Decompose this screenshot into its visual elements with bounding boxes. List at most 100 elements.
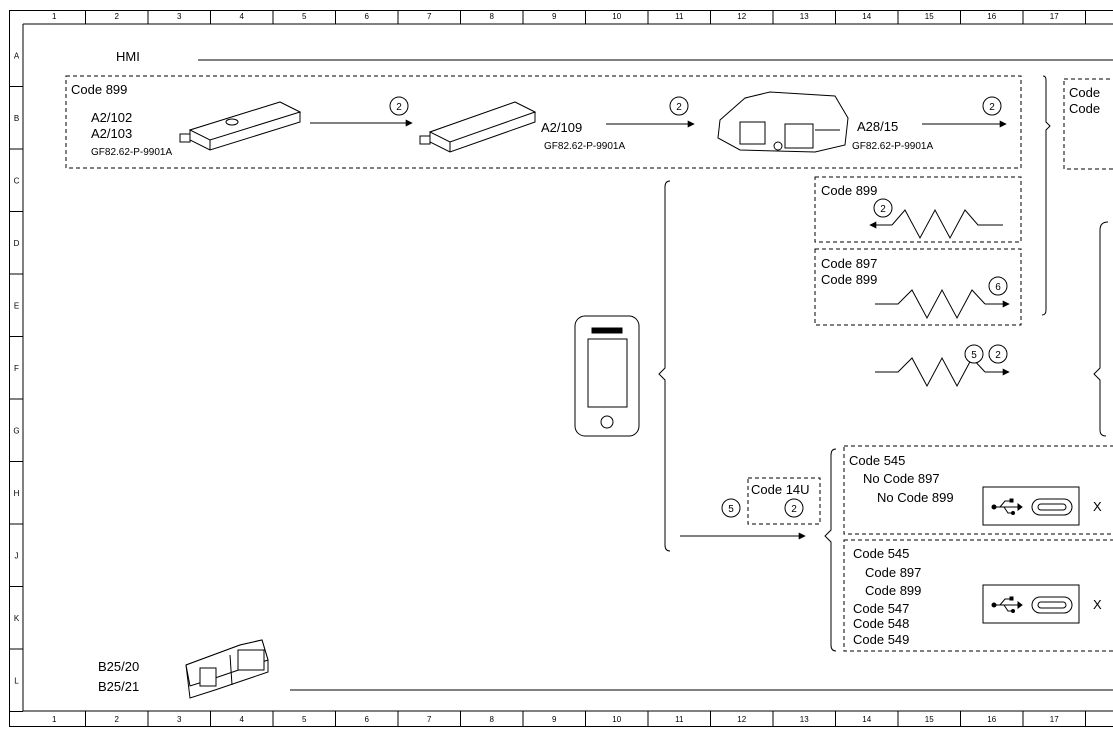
ruler-row-label: C — [14, 176, 20, 185]
usb-c-port-icon — [1031, 498, 1073, 516]
callout-badge: 2 — [982, 96, 1002, 116]
wireless-wave-icon — [891, 208, 1003, 240]
usb-port-frame — [982, 486, 1080, 526]
partial-code-1: Code — [1069, 85, 1100, 100]
usb1-line2: No Code 897 — [863, 471, 940, 486]
ruler-column-label: 17 — [1050, 12, 1059, 21]
usb2-line4: Code 547 — [853, 601, 909, 616]
ruler-column-label: 13 — [800, 12, 809, 21]
ruler-column-label: 6 — [365, 12, 370, 21]
svg-text:2: 2 — [880, 204, 886, 215]
module-icon — [179, 101, 302, 151]
box-code-14u — [747, 477, 821, 525]
ruler-column-label: 11 — [675, 12, 684, 21]
usb-box-2 — [843, 539, 1113, 652]
ruler-row-label: H — [14, 489, 20, 498]
usb2-line6: Code 549 — [853, 632, 909, 647]
wireless-wave-icon — [875, 288, 986, 320]
ruler-row-label: J — [15, 551, 19, 560]
ruler-column-label: 2 — [115, 715, 120, 724]
ruler-column-label: 1 — [52, 12, 57, 21]
usb1-line3: No Code 899 — [877, 490, 954, 505]
callout-badge: 2 — [873, 198, 893, 218]
ruler-column-label: 9 — [552, 715, 557, 724]
ruler-ticks — [10, 10, 1086, 727]
ruler-labels: 1122334455667788991010111112121313141415… — [13, 12, 1059, 724]
ruler-column-label: 10 — [612, 12, 621, 21]
usb-port-frame — [982, 584, 1080, 624]
comp3-part-number: GF82.62-P-9901A — [852, 141, 933, 152]
usb2-line5: Code 548 — [853, 616, 909, 631]
ruler-column-label: 14 — [862, 12, 871, 21]
usb-c-port-icon — [1031, 596, 1073, 614]
ruler-column-label: 4 — [240, 12, 245, 21]
ruler-column-label: 5 — [302, 715, 307, 724]
ruler-column-label: 9 — [552, 12, 557, 21]
module-icon — [419, 101, 537, 153]
ruler-row-label: A — [14, 51, 20, 60]
ruler-column-label: 7 — [427, 12, 432, 21]
callout-badge: 5 — [964, 344, 984, 364]
usb2-line3: Code 899 — [865, 583, 921, 598]
ruler-column-label: 11 — [675, 715, 684, 724]
ruler-column-label: 8 — [490, 715, 495, 724]
box-code-899 — [814, 176, 1022, 243]
comp1-label-1: A2/102 — [91, 110, 132, 125]
partial-code-box — [1063, 78, 1113, 170]
comp1-part-number: GF82.62-P-9901A — [91, 147, 172, 158]
wireless-wave-icon — [875, 356, 986, 388]
usb2-port-label: X — [1093, 597, 1102, 612]
svg-text:2: 2 — [995, 350, 1001, 361]
ruler-column-label: 14 — [862, 715, 871, 724]
comp2-label: A2/109 — [541, 120, 582, 135]
ruler-row-label: F — [14, 364, 19, 373]
ruler-row-label: D — [14, 239, 20, 248]
ruler-column-label: 12 — [737, 12, 746, 21]
ruler-row-label: G — [13, 426, 19, 435]
usb2-line2: Code 897 — [865, 565, 921, 580]
ruler-column-label: 3 — [177, 12, 182, 21]
ruler-column-label: 1 — [52, 715, 57, 724]
usb1-line1: Code 545 — [849, 453, 905, 468]
ruler-row-label: L — [14, 676, 19, 685]
group-code-label: Code 899 — [71, 82, 127, 97]
frame — [9, 10, 1113, 727]
comp2-part-number: GF82.62-P-9901A — [544, 141, 625, 152]
ruler-column-label: 6 — [365, 715, 370, 724]
bottom-label-1: B25/20 — [98, 659, 139, 674]
svg-text:5: 5 — [728, 504, 734, 515]
ruler-column-label: 15 — [925, 715, 934, 724]
callout-badge: 5 — [721, 498, 741, 518]
usb-box-1 — [843, 445, 1113, 535]
usb-symbol-icon — [991, 596, 1023, 613]
callout-badge: 2 — [784, 498, 804, 518]
control-unit-icon — [717, 91, 849, 153]
usb-brace — [824, 448, 837, 652]
ruler-column-label: 16 — [987, 715, 996, 724]
ruler-column-label: 17 — [1050, 715, 1059, 724]
box-code-897-899 — [814, 248, 1022, 326]
box-897-line2: Code 899 — [821, 272, 877, 287]
smartphone-icon — [574, 315, 640, 437]
svg-text:6: 6 — [995, 282, 1001, 293]
ruler-column-label: 10 — [612, 715, 621, 724]
ruler-column-label: 15 — [925, 12, 934, 21]
sensor-icon — [185, 639, 269, 699]
ruler-column-label: 12 — [737, 715, 746, 724]
svg-text:2: 2 — [396, 102, 402, 113]
ruler-column-label: 8 — [490, 12, 495, 21]
right-brace — [1041, 75, 1051, 316]
box-14u-label: Code 14U — [751, 482, 810, 497]
box-code-899-label: Code 899 — [821, 183, 877, 198]
ruler-column-label: 2 — [115, 12, 120, 21]
usb1-port-label: X — [1093, 499, 1102, 514]
group-code-899-box — [65, 75, 1022, 169]
partial-code-2: Code — [1069, 101, 1100, 116]
callout-badge: 2 — [669, 96, 689, 116]
ruler-column-label: 4 — [240, 715, 245, 724]
ruler-row-label: B — [14, 114, 19, 123]
far-right-brace — [1093, 221, 1109, 437]
ruler-row-label: E — [14, 301, 19, 310]
callout-badge: 2 — [988, 344, 1008, 364]
